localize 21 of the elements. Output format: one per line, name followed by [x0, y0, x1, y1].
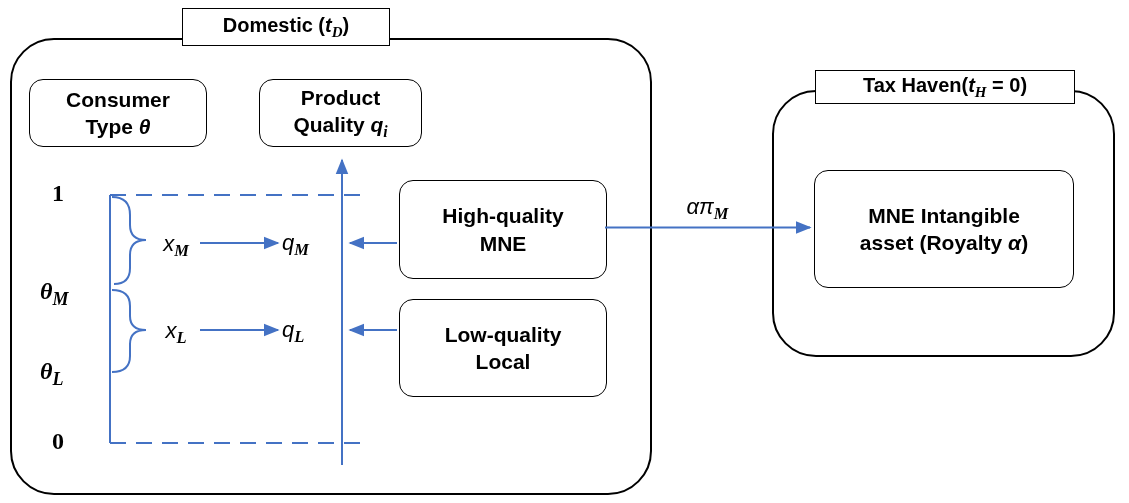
region-box — [10, 38, 652, 495]
math-symbol: q$_{M}$ — [282, 229, 350, 261]
arrow — [199, 236, 280, 250]
text-box: High-quality MNE — [399, 180, 607, 279]
arrow — [199, 323, 280, 337]
text-box: MNE Intangible asset (Royalty α) — [814, 170, 1074, 288]
text-box: Low-quality Local — [399, 299, 607, 397]
arrow — [348, 236, 398, 250]
axis-value: 0 — [52, 428, 64, 455]
math-symbol: x$_{L}$ — [150, 317, 202, 349]
text-box: Consumer Type θ — [29, 79, 207, 147]
arrow — [604, 221, 812, 234]
axis-value: θ$_{M}$ — [40, 278, 69, 310]
math-symbol: q$_{L}$ — [282, 316, 350, 348]
arrow — [348, 323, 398, 337]
region-title: Tax Haven(t$_{H}$ = 0) — [815, 70, 1075, 104]
text-box: Product Quality q$_{i}$ — [259, 79, 422, 147]
axis-value: 1 — [52, 180, 64, 207]
axis-value: θ$_{L}$ — [40, 358, 64, 390]
region-title: Domestic (t$_{D}$) — [182, 8, 390, 46]
math-symbol: x$_{M}$ — [150, 230, 202, 262]
